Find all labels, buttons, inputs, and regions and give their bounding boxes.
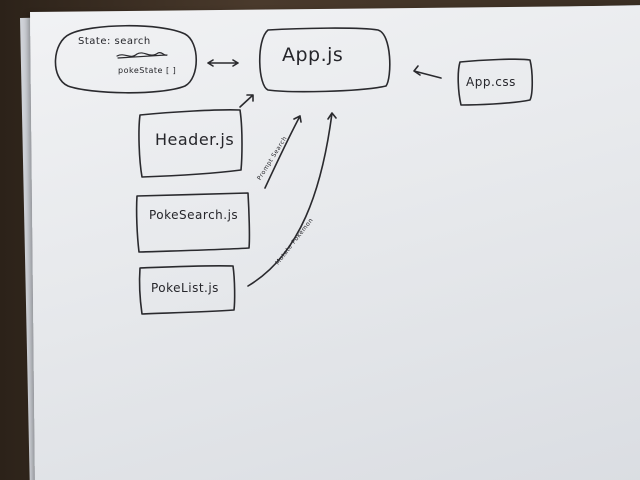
- app-css-label: App.css: [466, 75, 516, 89]
- pokelist-js-box: [138, 264, 236, 315]
- scribble-strikeout: [116, 51, 168, 59]
- state-line-3: pokeState [ ]: [118, 66, 177, 75]
- pokelist-js-label: PokeList.js: [151, 281, 219, 295]
- pokelist-to-app-arrow: [247, 112, 337, 287]
- app-css-box: [457, 58, 534, 106]
- app-js-label: App.js: [282, 44, 344, 66]
- header-js-label: Header.js: [155, 130, 235, 149]
- pokesearch-js-label: PokeSearch.js: [149, 208, 239, 222]
- header-js-box: [138, 109, 243, 178]
- app-js-box: [258, 27, 391, 93]
- pokesearch-to-app-arrow: [264, 115, 302, 189]
- header-to-app-arrow: [239, 94, 254, 108]
- state-line-1: State: search: [78, 36, 151, 47]
- state-app-double-arrow: [207, 59, 239, 67]
- state-oval: [54, 24, 197, 94]
- css-to-app-arrow: [413, 65, 442, 79]
- pokesearch-js-box: [135, 192, 251, 253]
